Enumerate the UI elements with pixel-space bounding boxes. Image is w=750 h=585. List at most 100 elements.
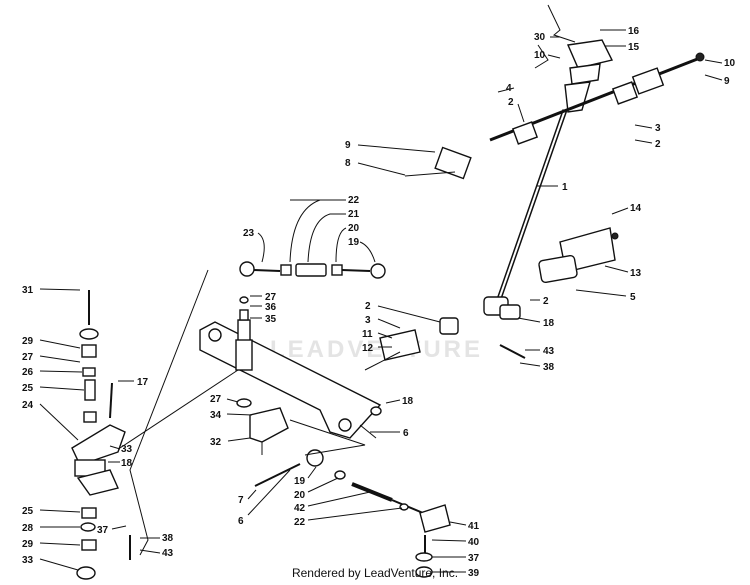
svg-text:43: 43 bbox=[162, 548, 174, 559]
callout-2-right: 2 bbox=[634, 139, 661, 150]
callout-22-top: 22 bbox=[289, 195, 360, 263]
callout-37-left: 37 bbox=[97, 525, 127, 536]
svg-text:25: 25 bbox=[22, 383, 34, 394]
callouts: 30 16 15 10 10 9 4 2 3 2 9 8 1 14 13 5 2… bbox=[22, 26, 736, 579]
callout-29-lower: 29 bbox=[22, 539, 81, 550]
callout-9-right: 9 bbox=[704, 74, 730, 87]
callout-20-lower: 20 bbox=[294, 477, 339, 501]
svg-text:20: 20 bbox=[348, 223, 360, 234]
callout-2-upper-left: 2 bbox=[508, 97, 525, 123]
spindle-arm-left bbox=[71, 290, 131, 580]
callout-3-right: 3 bbox=[634, 123, 661, 134]
callout-18-center: 18 bbox=[385, 396, 414, 407]
callout-43-lower: 43 bbox=[139, 548, 174, 559]
callout-28: 28 bbox=[22, 523, 80, 534]
svg-text:17: 17 bbox=[137, 377, 149, 388]
callout-3-lower: 3 bbox=[365, 315, 401, 329]
svg-text:22: 22 bbox=[348, 195, 360, 206]
svg-text:18: 18 bbox=[543, 318, 555, 329]
svg-text:36: 36 bbox=[265, 302, 277, 313]
callout-6-center: 6 bbox=[370, 428, 409, 439]
svg-text:32: 32 bbox=[210, 437, 222, 448]
svg-text:19: 19 bbox=[348, 237, 360, 248]
callout-27-left: 27 bbox=[22, 352, 81, 363]
callout-33-lower: 33 bbox=[22, 555, 79, 571]
svg-text:11: 11 bbox=[362, 329, 373, 340]
callout-24: 24 bbox=[22, 400, 79, 441]
callout-37-right: 37 bbox=[432, 553, 480, 564]
svg-text:35: 35 bbox=[265, 314, 277, 325]
svg-text:4: 4 bbox=[506, 83, 512, 94]
footer-credit: Rendered by LeadVenture, Inc. bbox=[291, 566, 459, 580]
callout-13: 13 bbox=[604, 265, 642, 279]
tie-rod-upper bbox=[239, 261, 386, 279]
svg-text:2: 2 bbox=[543, 296, 549, 307]
watermark: LEADVENTURE bbox=[270, 336, 484, 363]
callout-30: 30 bbox=[534, 32, 560, 43]
callout-19-top: 19 bbox=[348, 237, 376, 263]
callout-25-lower: 25 bbox=[22, 506, 81, 517]
svg-text:24: 24 bbox=[22, 400, 34, 411]
callout-15: 15 bbox=[605, 42, 640, 53]
svg-text:2: 2 bbox=[508, 97, 514, 108]
svg-text:18: 18 bbox=[402, 396, 414, 407]
callout-27-mid: 27 bbox=[250, 292, 277, 303]
svg-text:14: 14 bbox=[630, 203, 642, 214]
svg-text:38: 38 bbox=[162, 533, 174, 544]
callout-12: 12 bbox=[362, 343, 392, 354]
callout-38-lower: 38 bbox=[140, 533, 174, 544]
svg-text:13: 13 bbox=[630, 268, 642, 279]
connection-lines bbox=[119, 269, 377, 556]
svg-text:9: 9 bbox=[345, 140, 351, 151]
callout-26: 26 bbox=[22, 367, 83, 378]
svg-text:6: 6 bbox=[403, 428, 409, 439]
callout-18-left: 18 bbox=[108, 458, 133, 469]
svg-text:33: 33 bbox=[121, 444, 133, 455]
svg-text:26: 26 bbox=[22, 367, 34, 378]
svg-text:10: 10 bbox=[724, 58, 736, 69]
svg-text:42: 42 bbox=[294, 503, 306, 514]
callout-6-lower: 6 bbox=[238, 469, 291, 527]
callout-29-left: 29 bbox=[22, 336, 81, 349]
callout-7: 7 bbox=[238, 489, 257, 506]
svg-text:41: 41 bbox=[468, 521, 480, 532]
callout-33-upper: 33 bbox=[109, 444, 133, 455]
callout-11: 11 bbox=[362, 329, 393, 340]
svg-text:27: 27 bbox=[22, 352, 34, 363]
svg-text:31: 31 bbox=[22, 285, 34, 296]
svg-text:3: 3 bbox=[365, 315, 371, 326]
svg-text:9: 9 bbox=[724, 76, 730, 87]
callout-21: 21 bbox=[307, 209, 360, 263]
callout-35: 35 bbox=[250, 314, 277, 325]
svg-text:2: 2 bbox=[655, 139, 661, 150]
callout-16: 16 bbox=[600, 26, 640, 37]
callout-32: 32 bbox=[210, 437, 251, 448]
callout-18-right: 18 bbox=[517, 317, 555, 329]
callout-41: 41 bbox=[449, 521, 480, 532]
callout-42: 42 bbox=[294, 491, 371, 514]
svg-text:12: 12 bbox=[362, 343, 374, 354]
svg-text:7: 7 bbox=[238, 495, 244, 506]
callout-17: 17 bbox=[118, 377, 149, 388]
svg-text:40: 40 bbox=[468, 537, 480, 548]
svg-text:37: 37 bbox=[97, 525, 109, 536]
svg-text:1: 1 bbox=[562, 182, 568, 193]
svg-text:10: 10 bbox=[534, 50, 546, 61]
svg-text:33: 33 bbox=[22, 555, 34, 566]
svg-text:3: 3 bbox=[655, 123, 661, 134]
svg-text:30: 30 bbox=[534, 32, 546, 43]
callout-14: 14 bbox=[611, 203, 642, 215]
callout-43-right: 43 bbox=[525, 346, 555, 357]
svg-text:43: 43 bbox=[543, 346, 555, 357]
svg-text:23: 23 bbox=[243, 228, 255, 239]
callout-8: 8 bbox=[345, 158, 406, 176]
svg-text:25: 25 bbox=[22, 506, 34, 517]
svg-text:29: 29 bbox=[22, 336, 34, 347]
svg-text:5: 5 bbox=[630, 292, 636, 303]
callout-9-left: 9 bbox=[345, 140, 436, 153]
svg-text:19: 19 bbox=[294, 476, 306, 487]
callout-10-right: 10 bbox=[704, 58, 736, 69]
svg-text:8: 8 bbox=[345, 158, 351, 169]
svg-text:27: 27 bbox=[265, 292, 277, 303]
